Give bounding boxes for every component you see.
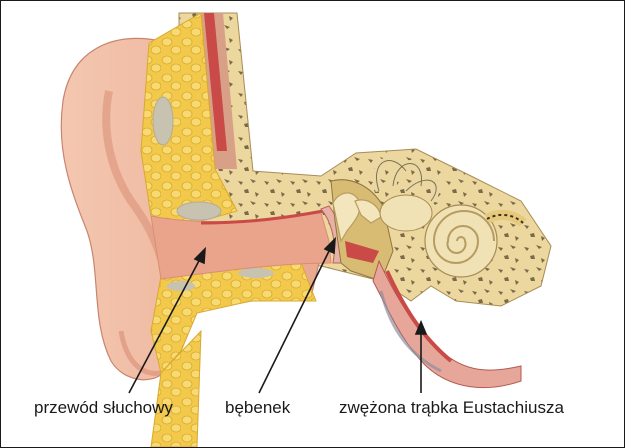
fat-pocket-4 [238, 268, 274, 278]
label-ear-canal: przewód słuchowy [34, 398, 173, 418]
fat-pocket-2 [177, 202, 221, 220]
fat-pocket-1 [153, 97, 173, 145]
fat-pocket-3 [167, 281, 195, 291]
label-eustachian-tube: zwężona trąbka Eustachiusza [339, 398, 564, 418]
fat-tissue-lower [151, 263, 316, 373]
vestibule [380, 195, 432, 231]
label-eardrum: bębenek [225, 398, 290, 418]
